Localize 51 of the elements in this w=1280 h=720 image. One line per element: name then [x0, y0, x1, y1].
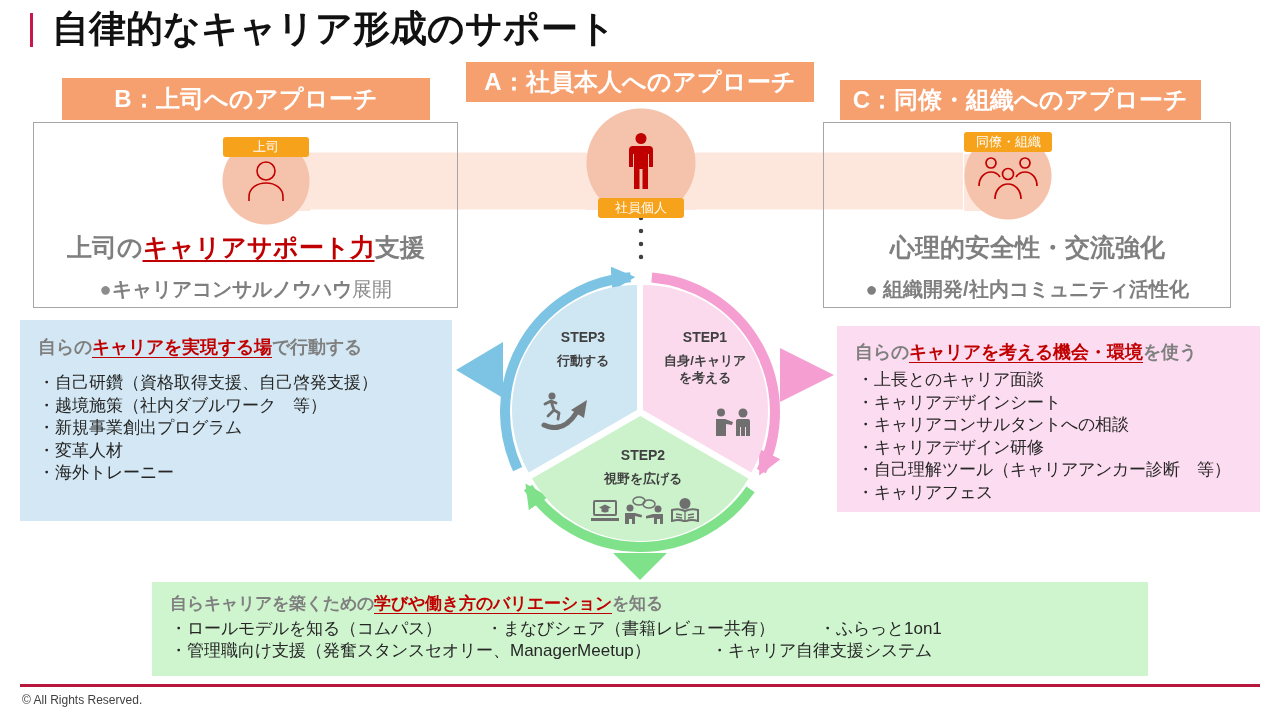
header-band: C：同僚・組織へのアプローチ	[840, 80, 1201, 120]
measures-panel	[20, 320, 452, 521]
triangle-arrow	[456, 342, 503, 398]
role-tag: 上司	[223, 137, 309, 157]
measures-panel	[152, 582, 1148, 676]
list-item: ・キャリアコンサルタントへの相談	[856, 414, 1130, 437]
cycle-arrow	[524, 483, 755, 552]
list-item: ・新規事業創出プログラム	[38, 417, 243, 440]
role-tag: 同僚・組織	[964, 132, 1052, 152]
step-title: 視野を広げる	[603, 470, 683, 487]
bullet-text: ● 組織開発/社内コミュニティ活性化	[864, 277, 1190, 302]
approach-panel	[823, 122, 1231, 308]
list-item: ・キャリア自律支援システム	[710, 640, 932, 662]
cycle-arrow	[500, 268, 636, 471]
step-title: 自身/キャリアを考える	[663, 352, 747, 386]
panel-heading: 心理的安全性・交流強化	[888, 232, 1166, 263]
list-item: ・海外トレーニー	[38, 462, 175, 485]
step-label: STEP2	[620, 446, 666, 464]
triangle-arrow	[780, 348, 834, 402]
role-tag: 社員個人	[598, 198, 684, 218]
panel-heading: 自らのキャリアを実現する場で行動する	[38, 336, 363, 359]
list-item: ・まなびシェア（書籍レビュー共有）	[486, 618, 775, 640]
list-item: ・ロールモデルを知る（コムパス）	[170, 618, 442, 640]
connector-band	[696, 152, 963, 210]
bullet-text: ●キャリアコンサルノウハウ展開	[98, 277, 393, 302]
list-item: ・キャリアデザインシート	[856, 391, 1062, 414]
panel-heading: 自らのキャリアを考える機会・環境を使う	[855, 341, 1198, 364]
panel-heading: 上司のキャリアサポート力支援	[65, 232, 426, 263]
page-title: 自律的なキャリア形成のサポート	[52, 7, 616, 51]
list-item: ・自己理解ツール（キャリアアンカー診断 等）	[856, 459, 1232, 482]
cycle-arrow	[651, 272, 780, 476]
list-item: ・管理職向け支援（発奮スタンスセオリー、ManagerMeetup）	[170, 640, 651, 662]
step-sector	[531, 416, 749, 541]
panel-heading: 自らキャリアを築くための学びや働き方のバリエーションを知る	[170, 593, 664, 615]
header-band: A：社員本人へのアプローチ	[466, 62, 814, 102]
step-title: 行動する	[556, 352, 610, 369]
list-item: ・キャリアデザイン研修	[856, 436, 1045, 459]
step-label: STEP1	[682, 328, 728, 346]
measures-panel	[837, 326, 1260, 512]
list-item: ・自己研鑽（資格取得支援、自己啓発支援）	[38, 372, 379, 394]
triangle-arrow	[613, 553, 667, 580]
connector-band	[309, 152, 586, 210]
copyright-text: © All Rights Reserved.	[22, 692, 143, 708]
list-item: ・上長とのキャリア面談	[856, 369, 1045, 391]
list-item: ・キャリアフェス	[856, 481, 994, 504]
step-label: STEP3	[560, 328, 606, 346]
list-item: ・越境施策（社内ダブルワーク 等）	[38, 394, 328, 417]
list-item: ・ふらっと1on1	[819, 618, 942, 640]
approach-panel	[33, 122, 458, 308]
header-band: B：上司へのアプローチ	[62, 78, 430, 120]
list-item: ・変革人材	[38, 439, 124, 462]
